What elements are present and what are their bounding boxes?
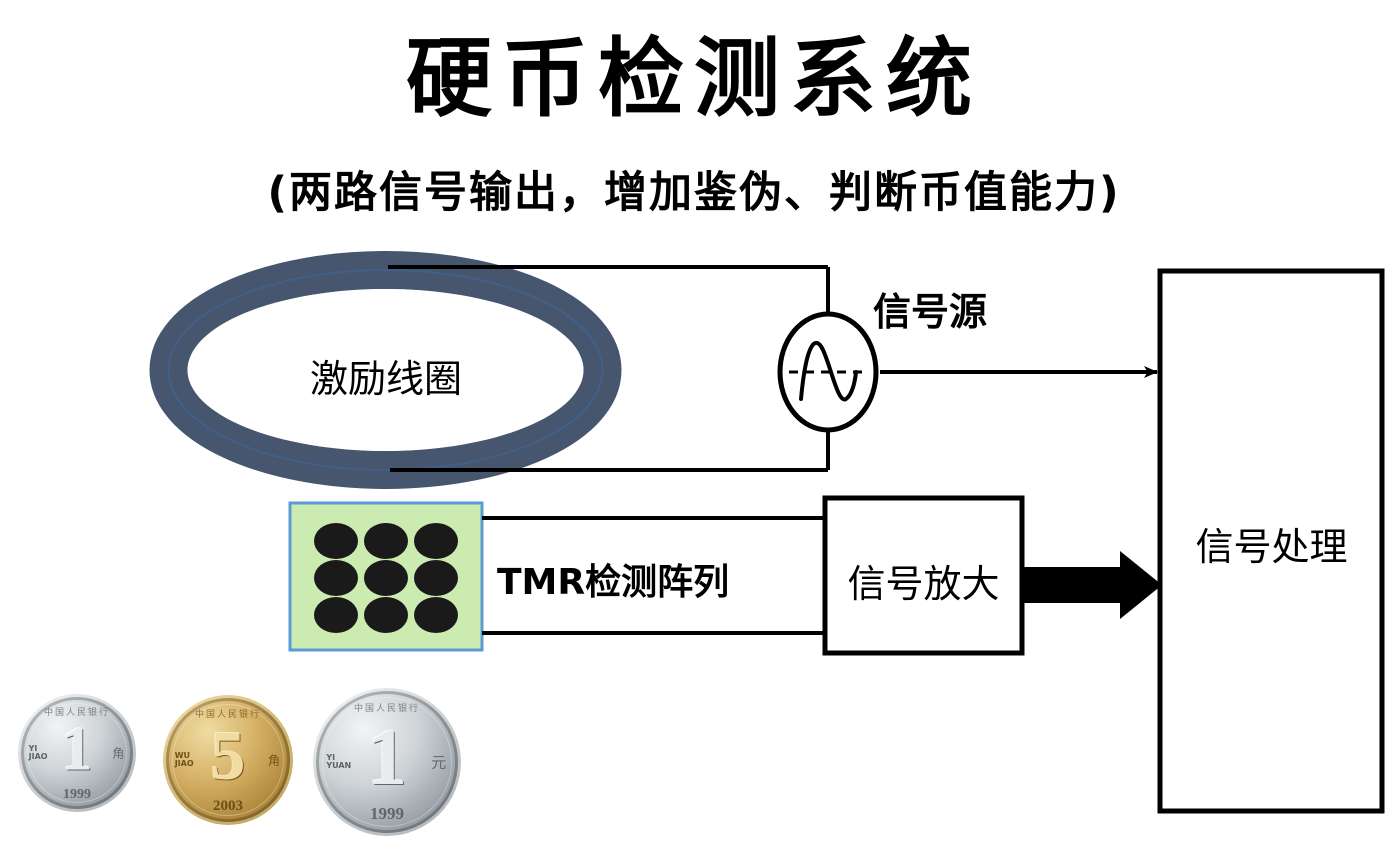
signal-amplifier-label: 信号放大 xyxy=(847,562,1000,606)
coin-inner-ring xyxy=(172,704,284,816)
page-title: 硬币检测系统 xyxy=(406,29,982,129)
tmr-array-shape xyxy=(288,501,484,652)
coin-denomination: 5 xyxy=(210,717,246,795)
coin-unit: 元 xyxy=(431,753,447,772)
tmr-to-amplifier-wires xyxy=(482,516,828,635)
coin-1-yuan: 中国人民银行 YI YUAN 1 元 1999 xyxy=(313,688,461,836)
coil-wire-loop xyxy=(388,265,830,472)
excitation-coil-shape xyxy=(149,251,622,489)
coin-rim xyxy=(21,697,133,809)
signal-processing-box xyxy=(1157,268,1385,814)
coin-5-jiao: 中国人民银行 WU JIAO 5 角 2003 xyxy=(163,695,293,825)
signal-source-symbol xyxy=(777,311,879,433)
signal-processing-label: 信号处理 xyxy=(1195,525,1348,569)
coin-pinyin-line1: YI xyxy=(28,744,38,753)
coin-denomination: 1 xyxy=(61,715,93,784)
coin-pinyin-line1: YI xyxy=(326,753,336,762)
amplifier-to-processing-arrow xyxy=(1022,551,1162,619)
excitation-coil-label: 激励线圈 xyxy=(309,357,462,401)
page-subtitle: (两路信号输出，增加鉴伪、判断币值能力) xyxy=(267,168,1121,218)
coin-pinyin-line2: YUAN xyxy=(326,761,352,770)
coin-pinyin: YI YUAN xyxy=(326,754,351,770)
coin-pinyin-line2: JIAO xyxy=(28,752,48,761)
coin-pinyin-line1: WU xyxy=(174,751,191,760)
coin-denomination: 1 xyxy=(367,713,407,802)
coin-unit: 角 xyxy=(267,753,280,768)
coin-rim xyxy=(316,691,458,833)
coin-unit: 角 xyxy=(112,746,125,761)
coin-rim xyxy=(166,698,290,822)
coin-year: 1999 xyxy=(63,786,91,802)
coin-1-jiao: 中国人民银行 YI JIAO 1 角 1999 xyxy=(18,694,136,812)
coin-pinyin: WU JIAO xyxy=(175,752,194,768)
coin-pinyin-line2: JIAO xyxy=(174,759,194,768)
coin-inscription: 中国人民银行 xyxy=(194,709,261,720)
signal-source-label: 信号源 xyxy=(873,290,988,334)
coin-inscription: 中国人民银行 xyxy=(43,707,110,718)
coin-inner-ring xyxy=(27,703,127,803)
coin-inscription: 中国人民银行 xyxy=(353,704,420,715)
coin-inner-ring xyxy=(322,697,452,827)
coin-year: 1999 xyxy=(370,804,404,824)
coin-pinyin: YI JIAO xyxy=(29,745,48,761)
tmr-array-label: TMR检测阵列 xyxy=(497,562,730,603)
coin-year: 2003 xyxy=(213,797,243,814)
